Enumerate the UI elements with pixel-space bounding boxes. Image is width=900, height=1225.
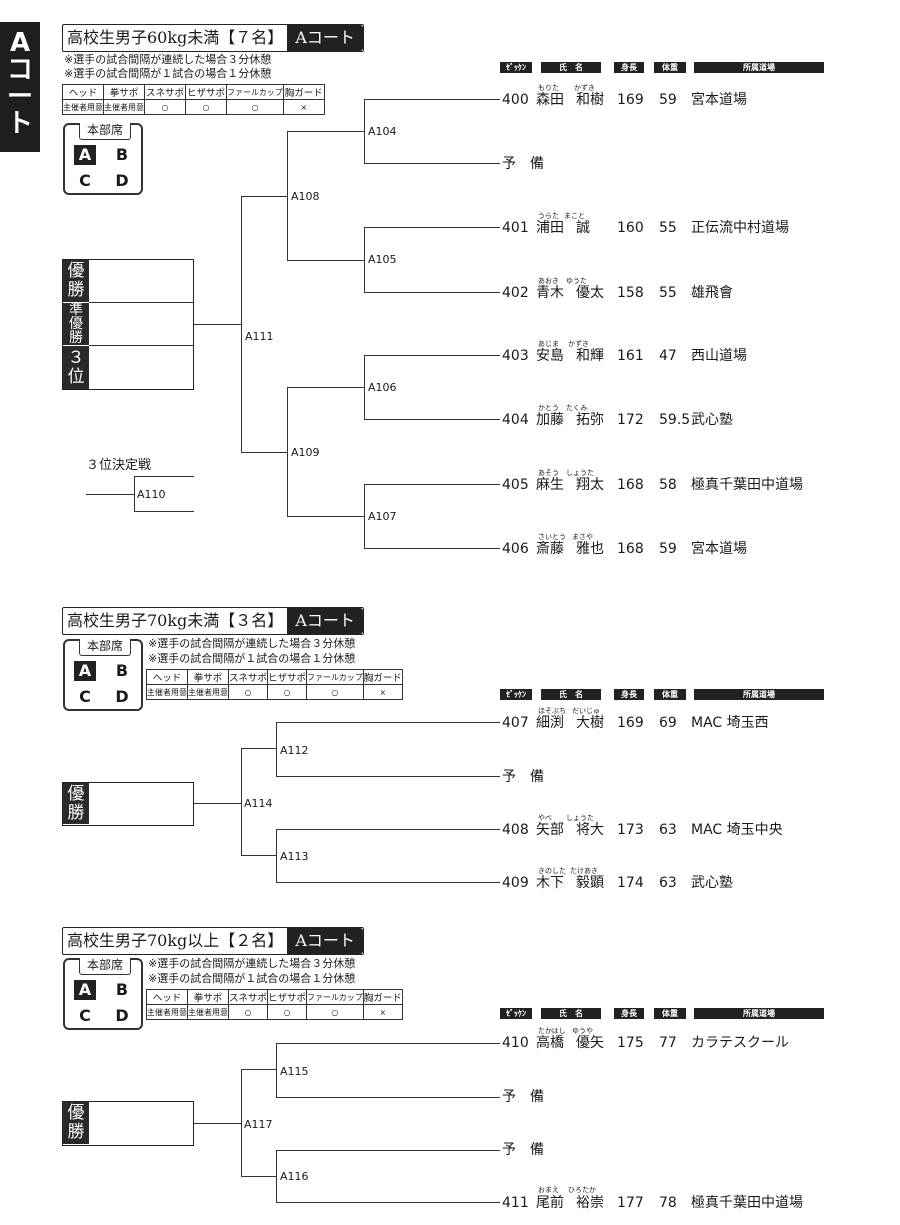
rest-note: ※選手の試合間隔が１試合の場合１分休憩: [148, 972, 356, 985]
equipment-table: ヘッド拳サポスネサポヒザサポファールカップ胸ガード 主催者用意主催者用意○○○×: [146, 669, 403, 700]
col-header-no: ｾﾞｯｹﾝ: [500, 1008, 532, 1019]
third-place-label: ３位: [63, 346, 89, 389]
col-header-dojo: 所属道場: [694, 62, 824, 73]
reserve-slot: 予 備: [502, 769, 544, 785]
rest-note: ※選手の試合間隔が連続した場合３分休憩: [148, 637, 356, 650]
col-header-no: ｾﾞｯｹﾝ: [500, 689, 532, 700]
match-label: A109: [291, 446, 320, 459]
first-place-label: 優勝: [63, 783, 89, 824]
match-label: A117: [244, 1118, 273, 1131]
col-header-name: 氏 名: [541, 689, 601, 700]
hq-seat-box: 本部席 A B C D: [63, 123, 143, 195]
col-header-dojo: 所属道場: [694, 689, 824, 700]
col-header-no: ｾﾞｯｹﾝ: [500, 62, 532, 73]
col-header-height: 身長: [614, 689, 644, 700]
col-header-weight: 体重: [654, 1008, 686, 1019]
court-side-tab: A コ ー ト: [0, 22, 40, 152]
court-tab-char: ー: [6, 82, 33, 112]
col-header-height: 身長: [614, 62, 644, 73]
ranking-box: 優勝: [62, 1101, 194, 1146]
match-label: A106: [368, 381, 397, 394]
reserve-slot: 予 備: [502, 1142, 544, 1158]
rest-note: ※選手の試合間隔が１試合の場合１分休憩: [64, 67, 272, 80]
col-header-weight: 体重: [654, 689, 686, 700]
col-header-name: 氏 名: [541, 62, 601, 73]
match-label: A105: [368, 253, 397, 266]
reserve-slot: 予 備: [502, 156, 544, 172]
first-place-label: 優勝: [63, 1102, 89, 1144]
col-header-name: 氏 名: [541, 1008, 601, 1019]
ranking-box: 優勝: [62, 782, 194, 826]
match-label: A108: [291, 190, 320, 203]
match-label: A111: [245, 330, 274, 343]
first-place-label: 優勝: [63, 260, 89, 302]
col-header-dojo: 所属道場: [694, 1008, 824, 1019]
hq-seat-box: 本部席 A B C D: [63, 639, 143, 711]
col-header-height: 身長: [614, 1008, 644, 1019]
third-place-match-label: ３位決定戦: [86, 458, 152, 473]
col-header-weight: 体重: [654, 62, 686, 73]
match-label: A114: [244, 797, 273, 810]
section-title: 高校生男子70kg以上【２名】 Aコート: [62, 927, 364, 955]
match-label: A112: [280, 744, 309, 757]
rest-note: ※選手の試合間隔が連続した場合３分休憩: [64, 53, 272, 66]
match-label: A104: [368, 125, 397, 138]
court-tab-char: A: [9, 28, 31, 58]
court-tab-char: コ: [6, 55, 33, 85]
equipment-table: ヘッド拳サポスネサポヒザサポファールカップ胸ガード 主催者用意主催者用意○○○×: [62, 84, 325, 115]
match-label: A116: [280, 1170, 309, 1183]
match-label: A110: [137, 488, 166, 501]
equipment-table: ヘッド拳サポスネサポヒザサポファールカップ胸ガード 主催者用意主催者用意○○○×: [146, 989, 403, 1020]
ranking-box: 優勝 準優勝 ３位: [62, 259, 194, 390]
rest-note: ※選手の試合間隔が連続した場合３分休憩: [148, 957, 356, 970]
reserve-slot: 予 備: [502, 1089, 544, 1105]
section-title: 高校生男子60kg未満【７名】 Aコート: [62, 24, 364, 52]
match-label: A115: [280, 1065, 309, 1078]
second-place-label: 準優勝: [63, 303, 89, 345]
court-tab-char: ト: [6, 109, 33, 139]
match-label: A113: [280, 850, 309, 863]
section-title: 高校生男子70kg未満【３名】 Aコート: [62, 607, 364, 635]
match-label: A107: [368, 510, 397, 523]
rest-note: ※選手の試合間隔が１試合の場合１分休憩: [148, 652, 356, 665]
hq-seat-box: 本部席 A B C D: [63, 958, 143, 1030]
